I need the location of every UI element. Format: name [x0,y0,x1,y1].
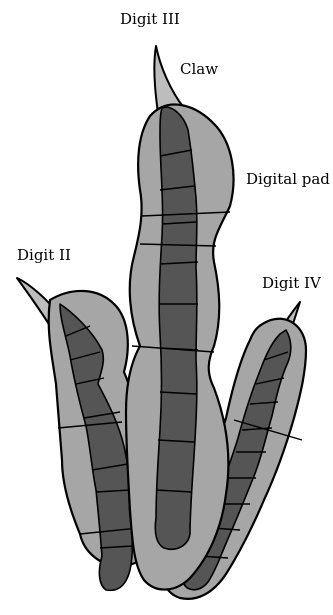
label-digit-iii: Digit III [120,12,180,27]
label-digit-ii: Digit II [17,248,71,263]
label-claw: Claw [180,62,218,77]
digit-iii-bones [155,107,197,549]
label-digital-pad: Digital pad [246,172,330,187]
label-digit-iv: Digit IV [262,276,321,291]
digit-iii [126,46,234,590]
